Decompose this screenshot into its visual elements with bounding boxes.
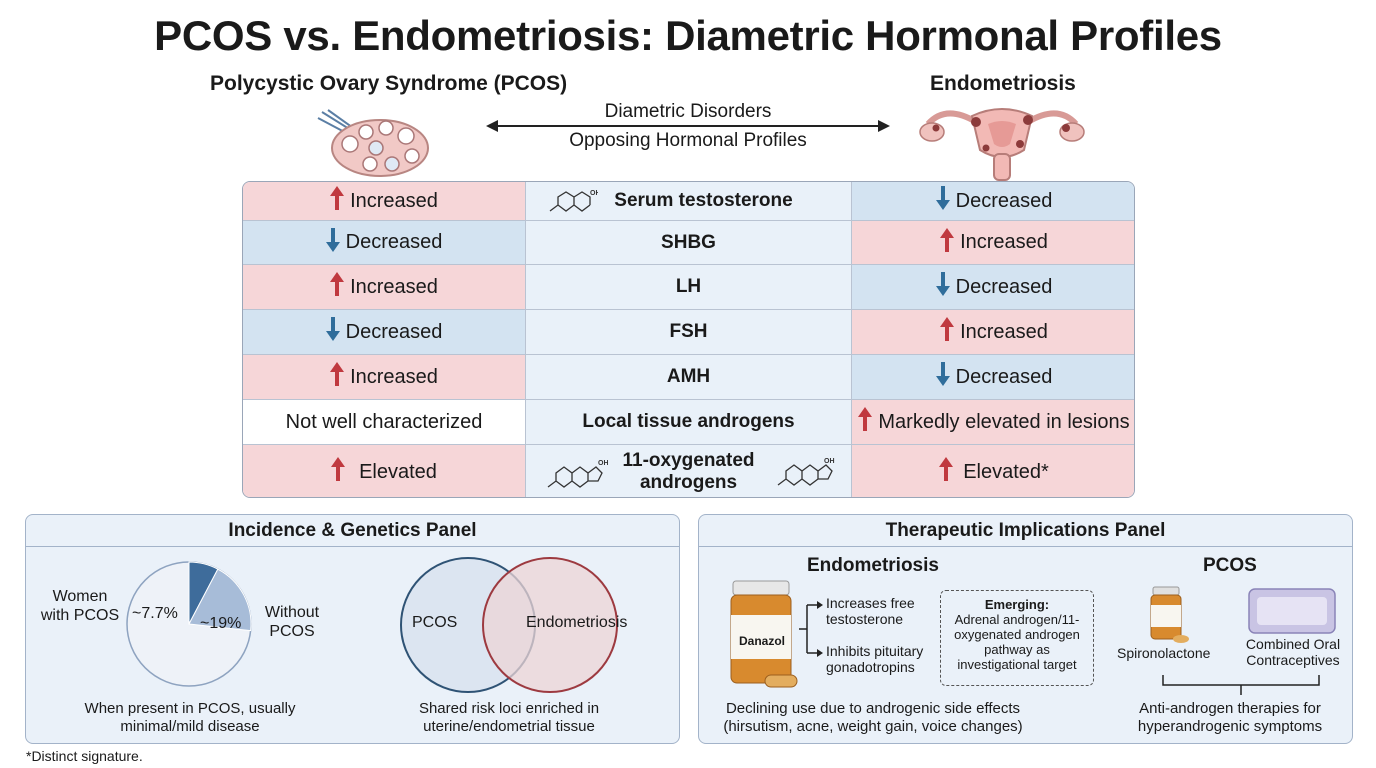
contraceptive-pack-icon: [1248, 588, 1336, 634]
endo-cell: Decreased: [852, 355, 1134, 400]
steroid-molecule-icon: OH: [777, 458, 835, 486]
bracket-connector: [1162, 675, 1320, 695]
svg-text:OH: OH: [598, 460, 608, 467]
up-arrow-icon: [858, 407, 873, 437]
marker-cell: Local tissue androgens: [526, 400, 852, 445]
endo-cell: Markedly elevated in lesions: [852, 400, 1134, 445]
pcos-cell: Decreased: [243, 221, 526, 265]
pcos-cell: Not well characterized: [243, 400, 526, 445]
endo-cell: Increased: [852, 221, 1134, 265]
emerging-box: Emerging: Adrenal androgen/11-oxygenated…: [940, 590, 1094, 686]
table-row: Not well characterized Local tissue andr…: [243, 400, 1134, 445]
svg-text:OH: OH: [824, 458, 835, 465]
table-row: Increased LH Decreased: [243, 265, 1134, 310]
down-arrow-icon: [935, 362, 950, 392]
diametric-label: Diametric Disorders: [604, 101, 772, 122]
hormone-comparison-table: Increased OH Serum testosterone Decrease…: [242, 181, 1135, 498]
pie-left-label: Women with PCOS: [40, 588, 120, 624]
danazol-label: Danazol: [739, 634, 786, 648]
ovary-icon: [317, 109, 429, 177]
table-row: Elevated OH 11-oxygenated androgens OH E…: [243, 445, 1134, 497]
uterus-icon: [919, 108, 1085, 181]
pie-label-small: ~19%: [200, 615, 242, 632]
emerging-text: Adrenal androgen/11-oxygenated androgen …: [954, 612, 1080, 672]
pie-slice-endo: [188, 568, 252, 632]
marker-cell: FSH: [526, 310, 852, 355]
pcos-cell: Increased: [243, 182, 526, 221]
up-arrow-icon: [940, 317, 955, 347]
emerging-title: Emerging:: [984, 597, 1050, 612]
endo-cell: Decreased: [852, 265, 1134, 310]
pill-bottle-icon: [730, 580, 798, 688]
therapeutic-panel: Therapeutic Implications Panel Endometri…: [698, 514, 1353, 744]
endo-cell: Elevated*: [852, 445, 1134, 497]
pcos-column-title: Polycystic Ovary Syndrome (PCOS): [210, 72, 568, 95]
up-arrow-icon: [939, 457, 954, 487]
marker-cell: LH: [526, 265, 852, 310]
pie-caption: When present in PCOS, usually minimal/mi…: [84, 700, 296, 735]
endo-cell: Increased: [852, 310, 1134, 355]
panel-title: Therapeutic Implications Panel: [699, 515, 1352, 547]
spironolactone-label: Spironolactone: [1117, 645, 1211, 661]
footnote: *Distinct signature.: [26, 748, 143, 764]
opposing-label: Opposing Hormonal Profiles: [569, 130, 807, 151]
incidence-genetics-panel: Incidence & Genetics Panel Women with PC…: [25, 514, 680, 744]
up-arrow-icon: [330, 362, 345, 392]
pie-label-large: ~7.7%: [132, 605, 178, 622]
table-row: Decreased FSH Increased: [243, 310, 1134, 355]
table-row: Decreased SHBG Increased: [243, 221, 1134, 265]
danazol-effect-2: Inhibits pituitary gonadotropins: [826, 643, 924, 675]
steroid-molecule-icon: OH: [547, 460, 608, 488]
bracket-arrow: [799, 601, 823, 657]
up-arrow-icon: [331, 457, 346, 487]
up-arrow-icon: [940, 227, 955, 258]
page-title: PCOS vs. Endometriosis: Diametric Hormon…: [154, 12, 1222, 59]
panel-title: Incidence & Genetics Panel: [26, 515, 679, 547]
pcos-cell: Increased: [243, 355, 526, 400]
contraceptive-label: Combined Oral Contraceptives: [1245, 636, 1341, 668]
down-arrow-icon: [325, 317, 340, 347]
down-arrow-icon: [935, 186, 950, 216]
pcos-cell: Increased: [243, 265, 526, 310]
venn-right-label: Endometriosis: [526, 614, 628, 631]
venn-diagram: [400, 557, 618, 693]
endo-cell: Decreased: [852, 182, 1134, 221]
down-arrow-icon: [325, 227, 340, 258]
venn-caption: Shared risk loci enriched in uterine/end…: [418, 700, 600, 735]
down-arrow-icon: [935, 272, 950, 302]
table-row: Increased AMH Decreased: [243, 355, 1134, 400]
up-arrow-icon: [330, 186, 345, 216]
incidence-pie-chart: [126, 561, 252, 687]
therapy-pcos-heading: PCOS: [1203, 555, 1257, 576]
pie-right-label: Without PCOS: [264, 604, 320, 640]
marker-cell: SHBG: [526, 221, 852, 265]
endo-therapy-caption: Declining use due to androgenic side eff…: [723, 700, 1023, 735]
marker-cell: OH Serum testosterone: [526, 182, 852, 221]
table-row: Increased OH Serum testosterone Decrease…: [243, 182, 1134, 221]
svg-text:OH: OH: [590, 190, 598, 197]
pcos-cell: Elevated: [243, 445, 526, 497]
pcos-cell: Decreased: [243, 310, 526, 355]
marker-cell: OH 11-oxygenated androgens OH: [526, 445, 852, 497]
venn-left-label: PCOS: [412, 614, 458, 631]
pcos-therapy-caption: Anti-androgen therapies for hyperandroge…: [1137, 700, 1323, 735]
danazol-effect-1: Increases free testosterone: [826, 595, 915, 627]
double-arrow-icon: [486, 120, 890, 132]
steroid-molecule-icon: OH: [549, 190, 598, 212]
endometriosis-column-title: Endometriosis: [930, 72, 1076, 95]
therapy-endo-heading: Endometriosis: [807, 555, 939, 576]
marker-cell: AMH: [526, 355, 852, 400]
up-arrow-icon: [330, 272, 345, 302]
spironolactone-bottle-icon: [1150, 586, 1189, 643]
